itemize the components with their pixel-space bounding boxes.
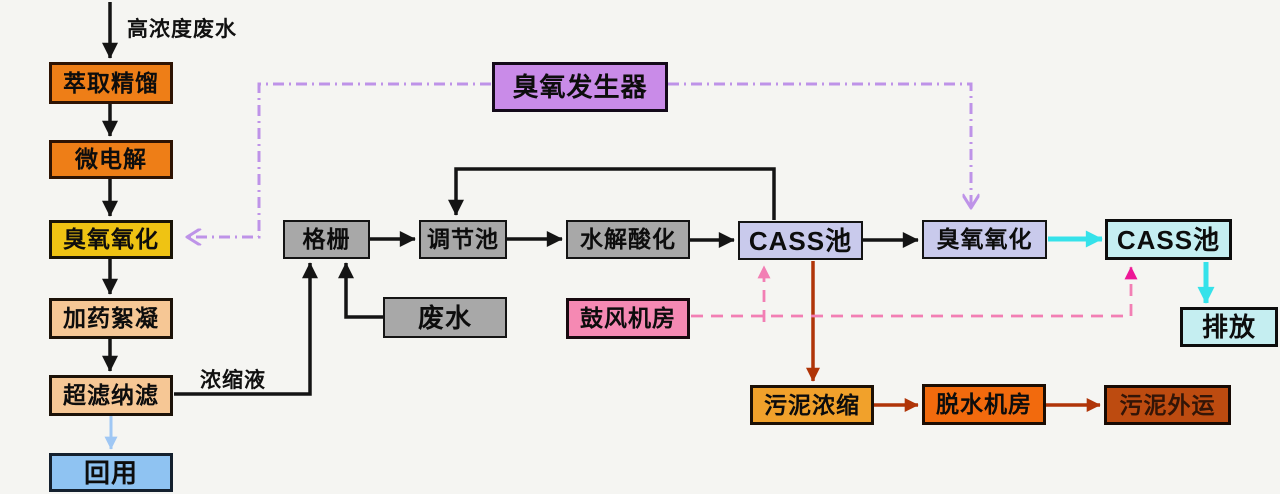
edge-blower-main (691, 266, 1138, 318)
node-regulating-tank: 调节池 (419, 220, 507, 259)
node-raw-wastewater: 废水 (383, 297, 507, 338)
node-dewatering-room: 脱水机房 (922, 384, 1046, 425)
node-extraction: 萃取精馏 (49, 62, 173, 104)
node-dosing-flocculation: 加药絮凝 (49, 298, 173, 339)
node-ozone-oxidation-right: 臭氧氧化 (922, 220, 1047, 259)
node-hydrolysis-acidification: 水解酸化 (566, 220, 690, 259)
node-blower-room: 鼓风机房 (566, 298, 690, 339)
edge-wastewater-grid (338, 262, 384, 319)
edge-concentrate-return (174, 262, 318, 396)
node-sludge-transport: 污泥外运 (1104, 385, 1231, 425)
node-discharge: 排放 (1180, 307, 1278, 347)
edge-cass1-return-regulating (448, 167, 776, 220)
node-cass-tank-2: CASS池 (1105, 219, 1232, 260)
influent-label: 高浓度废水 (127, 18, 237, 41)
node-reuse: 回用 (49, 453, 173, 492)
edge-generator-ozoneright (668, 82, 971, 207)
node-cass-tank-1: CASS池 (738, 221, 863, 260)
node-micro-electrolysis: 微电解 (49, 140, 173, 179)
concentrate-label: 浓缩液 (200, 369, 266, 392)
node-grid-screen: 格栅 (283, 220, 370, 259)
node-ozone-oxidation-left: 臭氧氧化 (49, 220, 173, 259)
edge-generator-ozoneleft (188, 82, 491, 237)
node-ultra-nano-filtration: 超滤纳滤 (49, 375, 173, 416)
node-ozone-generator: 臭氧发生器 (492, 62, 668, 112)
node-sludge-thickening: 污泥浓缩 (750, 385, 874, 425)
